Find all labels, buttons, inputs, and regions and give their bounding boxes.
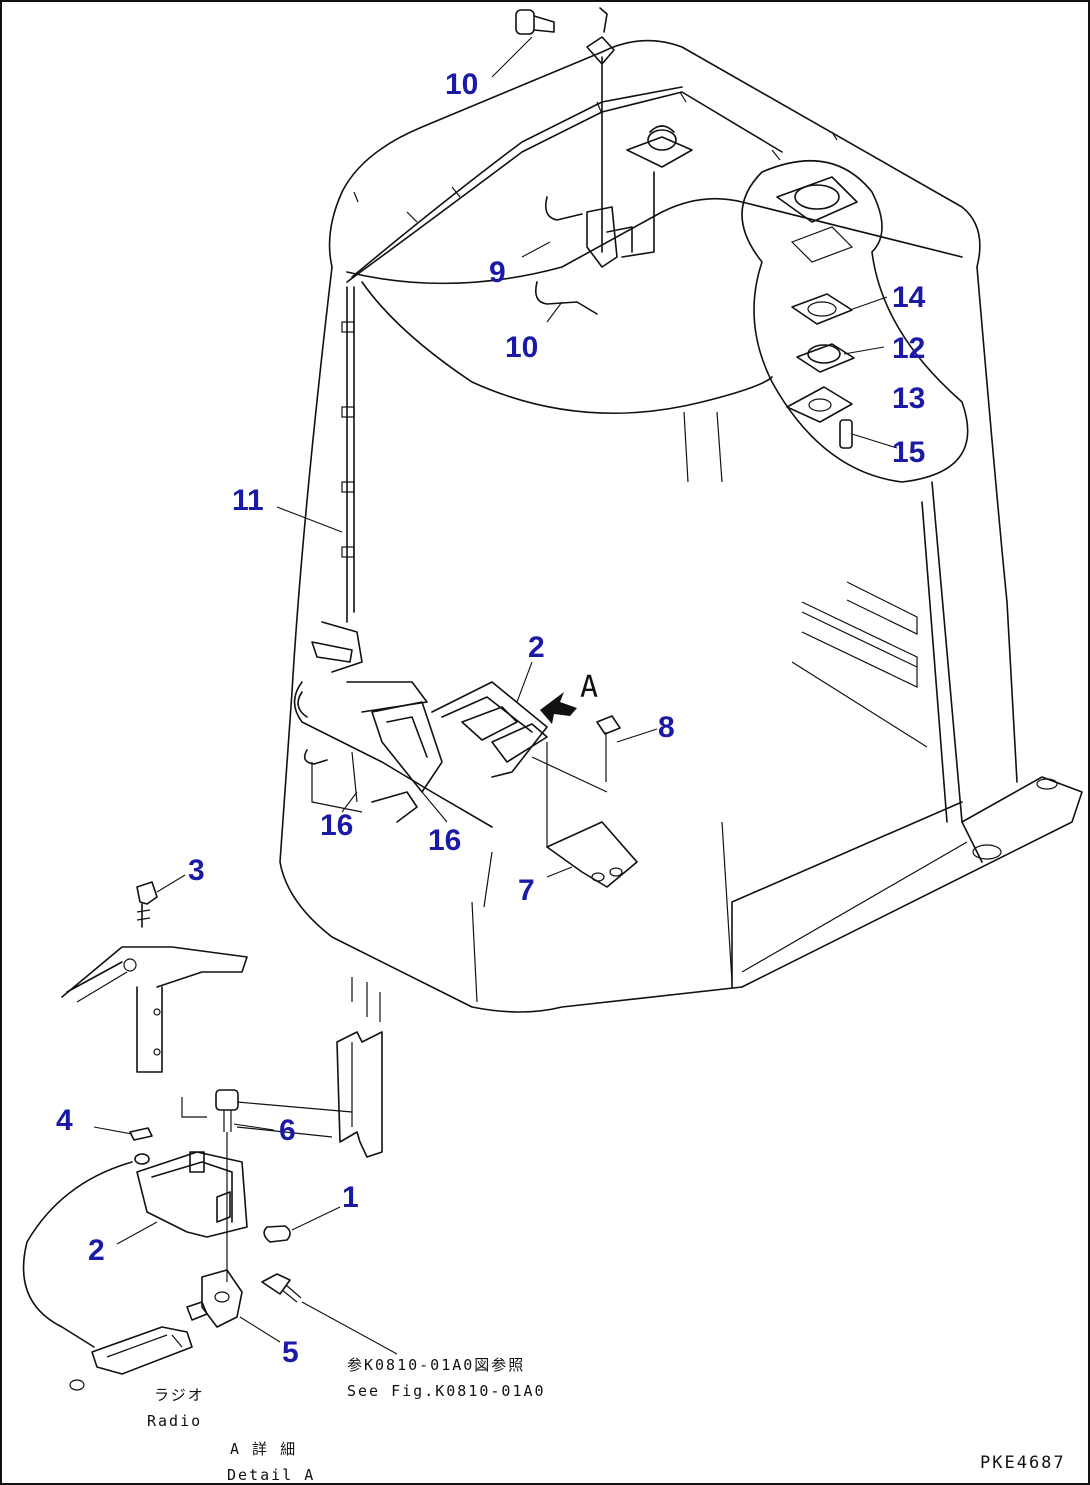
callout-10-roof: 10	[445, 68, 478, 101]
callout-16-right: 16	[428, 824, 461, 857]
dome-lamp	[626, 125, 693, 168]
callout-14: 14	[892, 281, 926, 314]
roof-fasteners	[515, 7, 633, 315]
callout-10-mid: 10	[505, 331, 538, 364]
leader-lines	[93, 36, 898, 1355]
radio-label: ラジオ Radio	[147, 1386, 205, 1430]
drawing-code: PKE4687	[980, 1453, 1066, 1473]
callouts: 10 9 10 14 12 13 15 11 2 8 16 16 7 3 4 6…	[56, 68, 926, 1369]
cab-body	[279, 39, 1083, 1013]
callout-3: 3	[188, 854, 205, 887]
view-marker-a: A	[580, 670, 598, 705]
detail-a-parts	[22, 881, 383, 1391]
callout-13: 13	[892, 382, 925, 415]
detail-a-label: A 詳 細 Detail A	[227, 1440, 315, 1483]
callout-6: 6	[279, 1114, 296, 1147]
reference-note: 参K0810-01A0図参照 See Fig.K0810-01A0	[347, 1356, 546, 1400]
radio-label-en: Radio	[147, 1412, 202, 1430]
detail-a-label-en: Detail A	[227, 1466, 315, 1483]
detail-a-label-jp: A 詳 細	[230, 1440, 297, 1458]
callout-12: 12	[892, 332, 925, 365]
speaker-detail-bubble	[741, 160, 969, 483]
callout-2-upper: 2	[528, 631, 545, 664]
callout-15: 15	[892, 436, 925, 469]
reference-note-en: See Fig.K0810-01A0	[347, 1382, 546, 1400]
callout-4: 4	[56, 1104, 73, 1137]
callout-7: 7	[518, 874, 535, 907]
callout-2-lower: 2	[88, 1234, 105, 1267]
radio-label-jp: ラジオ	[154, 1386, 205, 1404]
callout-5: 5	[282, 1336, 299, 1369]
callout-9: 9	[489, 256, 506, 289]
radio-mount-assembly	[293, 621, 638, 888]
reference-note-jp: 参K0810-01A0図参照	[347, 1356, 525, 1374]
callout-8: 8	[658, 711, 675, 744]
roof-harness	[341, 56, 838, 623]
callout-16-left: 16	[320, 809, 353, 842]
callout-11: 11	[232, 484, 264, 517]
callout-1: 1	[342, 1181, 359, 1214]
